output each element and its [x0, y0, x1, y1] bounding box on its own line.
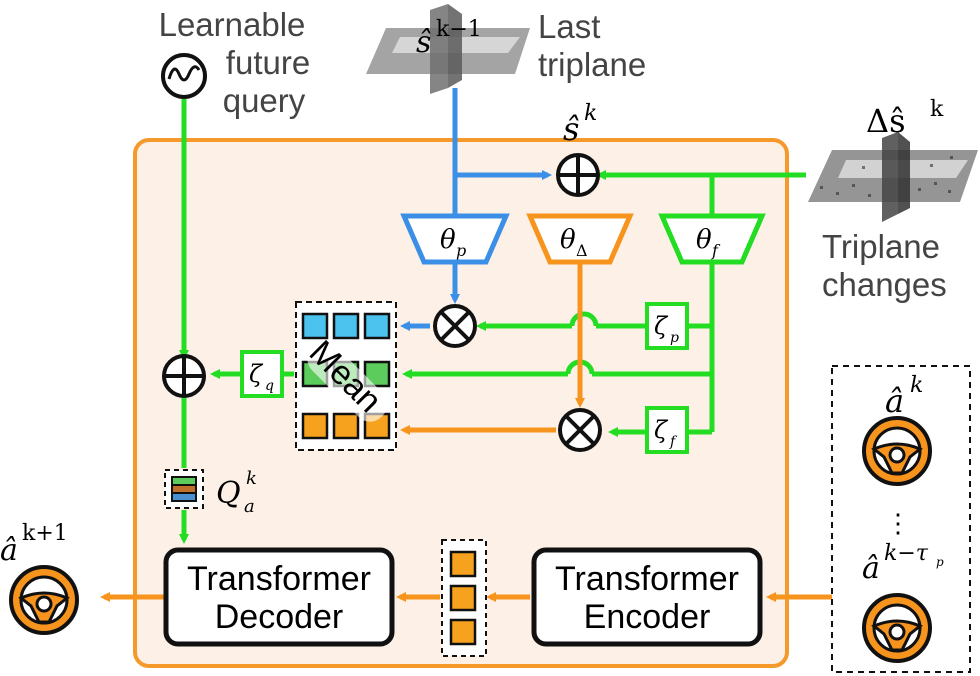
- svg-text:Δ: Δ: [576, 241, 588, 260]
- zeta-q-block: ζ q: [240, 350, 284, 398]
- a-next-math: â k+1: [0, 521, 68, 568]
- svg-text:θ: θ: [696, 225, 712, 255]
- svg-text:k: k: [910, 373, 923, 398]
- learnable-query-label: Learnable future query: [159, 6, 311, 119]
- svg-text:Last: Last: [538, 8, 600, 45]
- svg-text:â: â: [862, 551, 880, 586]
- svg-text:p: p: [936, 555, 944, 569]
- svg-text:f: f: [669, 434, 678, 450]
- last-triplane-label: Last triplane: [538, 8, 646, 83]
- steering-wheel-icon: [862, 416, 932, 486]
- svg-text:query: query: [223, 82, 306, 119]
- svg-text:Decoder: Decoder: [215, 598, 344, 636]
- a-k-math: â k: [885, 373, 923, 420]
- transformer-decoder-block: Transformer Decoder: [163, 547, 395, 647]
- svg-text:Transformer: Transformer: [555, 560, 739, 598]
- svg-text:â: â: [885, 382, 904, 420]
- svg-text:k−τ: k−τ: [884, 541, 929, 566]
- zeta-p-block: ζ p: [645, 302, 689, 350]
- svg-text:Transformer: Transformer: [187, 560, 371, 598]
- svg-text:q: q: [265, 378, 274, 394]
- encoded-tokens: [441, 539, 487, 657]
- svg-text:ŝ: ŝ: [416, 25, 431, 60]
- svg-text:triplane: triplane: [538, 46, 646, 83]
- svg-text:â: â: [0, 533, 18, 568]
- model-panel: [133, 138, 789, 668]
- orange-connectors: [100, 262, 832, 602]
- svg-text:ζ: ζ: [654, 416, 669, 444]
- q-a-math: Q a k: [216, 468, 257, 517]
- svg-text:k+1: k+1: [22, 521, 68, 546]
- steering-wheel-icon: [862, 593, 932, 663]
- theta-f-block: θ f: [658, 213, 766, 265]
- svg-text:θ: θ: [560, 225, 576, 255]
- zeta-f-block: ζ f: [645, 406, 689, 454]
- triplane-changes-label: Triplane changes: [822, 228, 947, 303]
- multiply-operator-top: [433, 304, 477, 348]
- blue-connectors: [400, 88, 552, 331]
- theta-delta-block: θ Δ: [526, 213, 634, 265]
- svg-text:ζ: ζ: [654, 312, 669, 340]
- svg-text:Q: Q: [216, 476, 241, 511]
- svg-text:Triplane: Triplane: [822, 228, 940, 265]
- vdots: ⋮: [885, 509, 911, 539]
- green-connectors: [179, 99, 806, 544]
- add-operator-top: [556, 153, 600, 197]
- svg-text:changes: changes: [822, 266, 947, 303]
- svg-text:k: k: [930, 97, 944, 122]
- svg-text:Learnable: Learnable: [159, 6, 306, 43]
- triplane-changes-icon: [808, 132, 978, 222]
- query-token: [164, 469, 204, 509]
- s-hat-math: ŝ k: [563, 101, 597, 148]
- svg-text:ŝ: ŝ: [563, 110, 579, 148]
- last-triplane-icon: [366, 4, 530, 94]
- theta-p-block: θ p: [400, 213, 510, 265]
- a-hist-math: â k−τ p: [862, 541, 944, 586]
- wave-icon: [161, 53, 207, 99]
- add-operator-left: [162, 354, 206, 398]
- svg-text:k: k: [246, 468, 257, 489]
- svg-text:θ: θ: [440, 225, 456, 255]
- svg-text:p: p: [670, 330, 679, 346]
- svg-text:future: future: [226, 44, 310, 81]
- transformer-encoder-block: Transformer Encoder: [531, 547, 763, 647]
- svg-text:f: f: [711, 241, 721, 260]
- svg-text:p: p: [456, 241, 466, 260]
- s-hat-prev-math: ŝ k−1: [416, 17, 482, 60]
- svg-text:k−1: k−1: [436, 17, 482, 42]
- multiply-operator-bottom: [558, 408, 602, 452]
- svg-text:ζ: ζ: [249, 360, 264, 388]
- delta-s-hat-math: Δŝ k: [866, 97, 944, 140]
- steering-wheel-icon: [9, 565, 79, 635]
- token-matrix: Mean: [295, 301, 397, 451]
- svg-text:k: k: [584, 101, 597, 126]
- svg-text:Encoder: Encoder: [584, 598, 711, 636]
- svg-text:a: a: [244, 496, 255, 517]
